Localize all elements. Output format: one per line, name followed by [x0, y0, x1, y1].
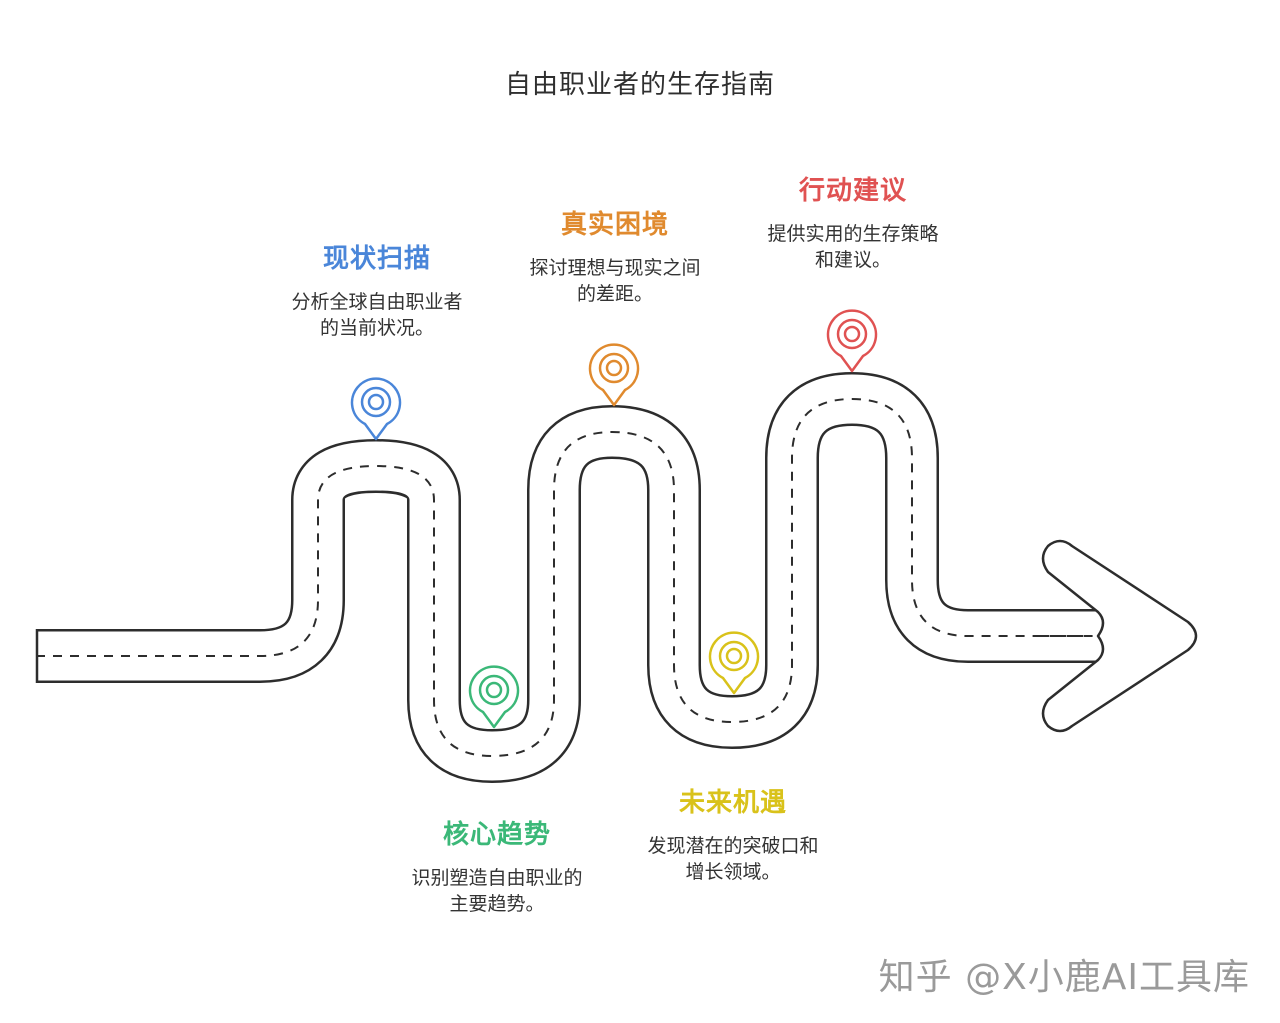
stage-title: 真实困境 [560, 210, 669, 240]
stage-description: 提供实用的生存策略和建议。 [767, 223, 939, 271]
map-pin-icon [826, 309, 878, 373]
map-pin-icon [588, 343, 640, 407]
stage-action-advice: 行动建议 提供实用的生存策略和建议。 [742, 170, 964, 273]
stage-description: 识别塑造自由职业的主要趋势。 [411, 867, 583, 915]
arrow-head [1041, 539, 1198, 733]
stage-description: 探讨理想与现实之间的差距。 [529, 257, 701, 305]
stage-description: 分析全球自由职业者的当前状况。 [291, 291, 463, 339]
stage-title: 现状扫描 [322, 244, 431, 274]
map-pin-icon [708, 631, 760, 695]
map-pin-icon [468, 665, 520, 729]
stage-current-scan: 现状扫描 分析全球自由职业者的当前状况。 [262, 238, 492, 341]
stage-real-dilemma: 真实困境 探讨理想与现实之间的差距。 [505, 204, 725, 307]
stage-title: 行动建议 [798, 176, 907, 206]
stage-title: 核心趋势 [442, 820, 551, 850]
stage-description: 发现潜在的突破口和增长领域。 [647, 835, 819, 883]
watermark: 知乎 @X小鹿AI工具库 [878, 957, 1250, 998]
page-title: 自由职业者的生存指南 [504, 70, 775, 100]
road-body [36, 399, 1100, 756]
stage-title: 未来机遇 [678, 788, 787, 818]
stage-core-trends: 核心趋势 识别塑造自由职业的主要趋势。 [392, 814, 602, 917]
map-pin-icon [350, 377, 402, 441]
stage-future-opportunities: 未来机遇 发现潜在的突破口和增长领域。 [620, 782, 846, 885]
